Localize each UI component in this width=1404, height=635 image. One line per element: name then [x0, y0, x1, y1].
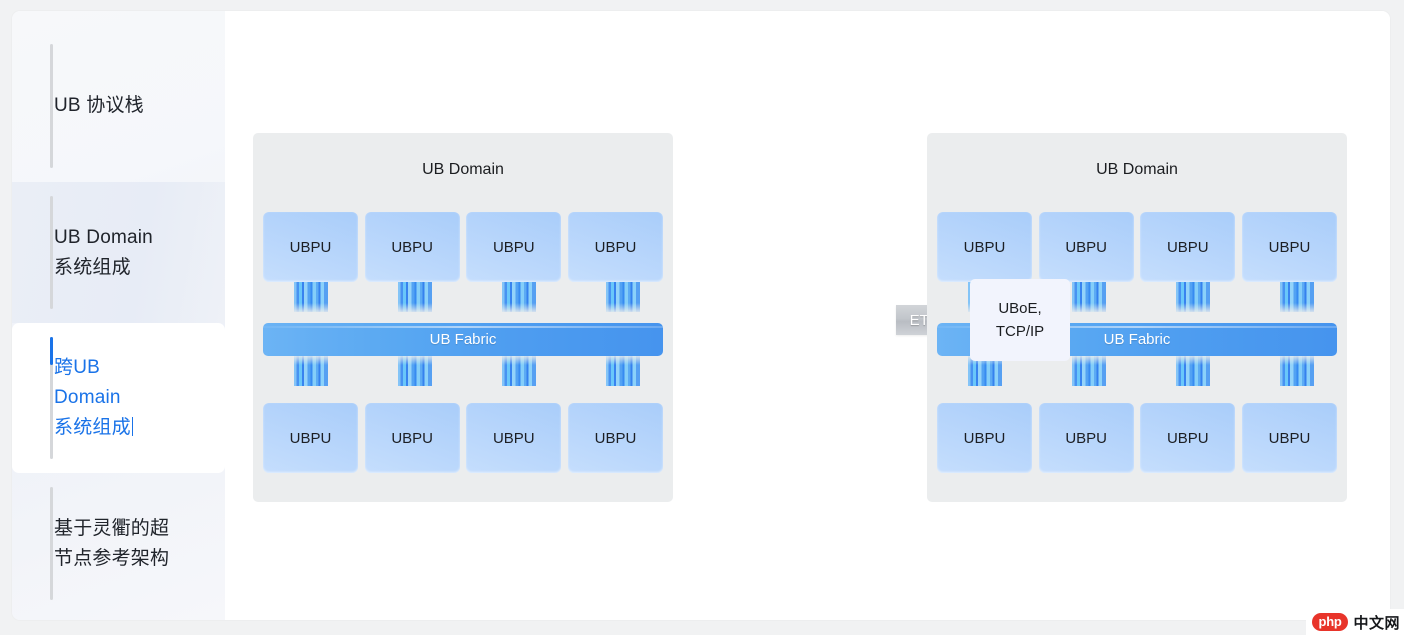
uboe-line-1: UBoE,	[998, 300, 1042, 317]
sidebar: UB 协议栈 UB Domain 系统组成 跨UB Domain 系统组成 基于…	[12, 11, 225, 620]
ribbon-link-icon	[1280, 356, 1314, 386]
ubpu-row-top: UBPU UBPU UBPU UBPU	[937, 212, 1337, 282]
ribbon-link-icon	[398, 282, 432, 312]
ubpu-row-bottom: UBPU UBPU UBPU UBPU	[263, 403, 663, 473]
sidebar-item-ub-protocol-stack[interactable]: UB 协议栈	[12, 30, 225, 182]
ub-domain-panel-left: UB Domain UBPU UBPU UBPU UBPU UB Fabric	[253, 133, 673, 502]
ubpu-node[interactable]: UBPU	[937, 212, 1032, 282]
ribbon-link-icon	[502, 282, 536, 312]
ubpu-node[interactable]: UBPU	[937, 403, 1032, 473]
uboe-line-2: TCP/IP	[995, 323, 1045, 340]
ubpu-node[interactable]: UBPU	[1241, 403, 1337, 473]
ubpu-row-bottom: UBPU UBPU UBPU UBPU	[937, 403, 1337, 473]
sidebar-item-label: UB 协议栈	[54, 95, 144, 116]
ribbon-link-icon	[294, 356, 328, 386]
ub-fabric-bar[interactable]: UB Fabric	[263, 323, 663, 356]
uboe-protocol-box: UBoE, TCP/IP	[970, 279, 1070, 361]
sidebar-item-label: UB Domain 系统组成	[54, 226, 153, 278]
ribbon-link-icon	[502, 356, 536, 386]
nav-rail	[50, 196, 53, 309]
ribbon-link-icon	[1176, 282, 1210, 312]
sidebar-item-label: 跨UB Domain 系统组成	[54, 353, 133, 443]
ribbon-link-icon	[398, 356, 432, 386]
ubpu-node[interactable]: UBPU	[1140, 212, 1236, 282]
nav-rail	[50, 44, 53, 168]
ubpu-node[interactable]: UBPU	[1038, 403, 1134, 473]
ubpu-node[interactable]: UBPU	[1140, 403, 1236, 473]
domain-title: UB Domain	[1096, 161, 1178, 178]
content-area: UB Domain UBPU UBPU UBPU UBPU UB Fabric	[225, 11, 1390, 620]
page-card: UB 协议栈 UB Domain 系统组成 跨UB Domain 系统组成 基于…	[12, 11, 1390, 620]
ubpu-node[interactable]: UBPU	[364, 403, 460, 473]
sidebar-item-label: 基于灵衢的超 节点参考架构	[54, 517, 170, 569]
diagram-canvas: UB Domain UBPU UBPU UBPU UBPU UB Fabric	[225, 11, 1390, 620]
watermark-text: 中文网	[1353, 614, 1400, 632]
ribbon-link-icon	[606, 356, 640, 386]
ub-fabric-label: UB Fabric	[429, 331, 497, 348]
ribbon-link-icon	[1072, 356, 1106, 386]
ubpu-node[interactable]: UBPU	[1241, 212, 1337, 282]
domain-title: UB Domain	[422, 161, 504, 178]
ribbon-link-icon	[1176, 356, 1210, 386]
ubpu-node[interactable]: UBPU	[364, 212, 460, 282]
ubpu-node[interactable]: UBPU	[1038, 212, 1134, 282]
ribbon-link-icon	[1280, 282, 1314, 312]
ubpu-node[interactable]: UBPU	[567, 403, 663, 473]
ubpu-node[interactable]: UBPU	[263, 212, 358, 282]
ribbon-link-icon	[1072, 282, 1106, 312]
ribbon-link-icon	[294, 282, 328, 312]
ubpu-node[interactable]: UBPU	[466, 212, 562, 282]
nav-rail	[50, 487, 53, 600]
ubpu-node[interactable]: UBPU	[567, 212, 663, 282]
ubpu-row-top: UBPU UBPU UBPU UBPU	[263, 212, 663, 282]
sidebar-item-ub-domain-system[interactable]: UB Domain 系统组成	[12, 182, 225, 323]
nav-rail-active	[50, 337, 53, 459]
php-logo-badge: php	[1311, 613, 1349, 631]
ubpu-node[interactable]: UBPU	[263, 403, 358, 473]
ub-fabric-label: UB Fabric	[1103, 331, 1171, 348]
ribbon-link-icon	[606, 282, 640, 312]
sidebar-item-cross-ub-domain-system[interactable]: 跨UB Domain 系统组成	[12, 323, 225, 473]
sidebar-item-lingqu-supernode-architecture[interactable]: 基于灵衢的超 节点参考架构	[12, 473, 225, 614]
ubpu-node[interactable]: UBPU	[466, 403, 562, 473]
watermark: php 中文网	[1305, 609, 1404, 635]
